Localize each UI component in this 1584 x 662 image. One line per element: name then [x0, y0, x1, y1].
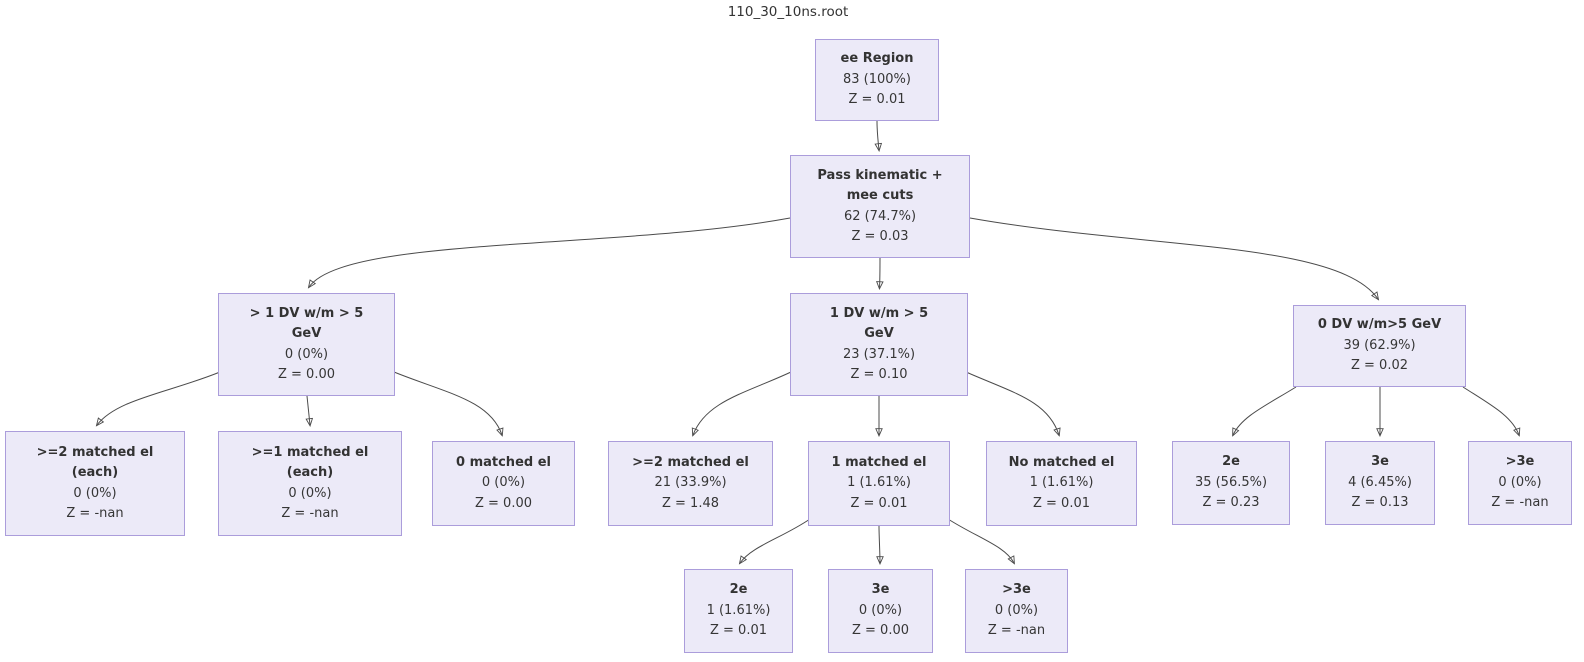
node-title: 0 DV w/m>5 GeV	[1317, 317, 1442, 333]
node-count: 39 (62.9%)	[1343, 337, 1416, 353]
node-count: 35 (56.5%)	[1194, 474, 1268, 490]
node-title-line2: GeV	[864, 326, 894, 341]
node-ge2-matched-el-each: >=2 matched el (each) 0 (0%) Z = -nan	[5, 431, 185, 536]
node-gt3e-right: >3e 0 (0%) Z = -nan	[1468, 441, 1572, 525]
node-z-score: Z = 0.03	[851, 229, 909, 244]
node-count: 1 (1.61%)	[1029, 475, 1094, 491]
node-title-line2: (each)	[71, 465, 119, 480]
edge-dv0-egt3r	[1462, 386, 1519, 435]
node-count: 0 (0%)	[1498, 474, 1542, 490]
node-title: No matched el	[1008, 454, 1115, 470]
node-z-score: Z = 0.01	[848, 92, 906, 108]
edge-dv0-e2r	[1233, 386, 1297, 435]
node-title: >3e	[1505, 454, 1535, 470]
edge-gt1dv-m1each	[307, 395, 310, 425]
node-z-score: Z = 0.01	[709, 623, 767, 639]
node-title: ee Region	[840, 51, 914, 67]
node-gt1-dv-wm-gt5-gev: > 1 DV w/m > 5 GeV 0 (0%) Z = 0.00	[218, 293, 395, 396]
node-title: > 1 DV w/m > 5	[249, 305, 364, 321]
node-title: 0 matched el	[456, 454, 551, 470]
edge-m1-e3	[879, 525, 880, 563]
node-z-score: Z = -nan	[1491, 495, 1549, 511]
node-ge2-matched-el: >=2 matched el 21 (33.9%) Z = 1.48	[608, 441, 773, 526]
edge-gt1dv-m0	[393, 371, 502, 435]
node-z-score: Z = 0.13	[1351, 495, 1409, 511]
graph-title: 110_30_10ns.root	[727, 4, 849, 20]
node-no-matched-el: No matched el 1 (1.61%) Z = 0.01	[986, 441, 1137, 526]
node-count: 0 (0%)	[994, 602, 1039, 618]
node-title-line2: (each)	[286, 465, 334, 480]
node-2e-bottom: 2e 1 (1.61%) Z = 0.01	[684, 569, 793, 653]
node-0-matched-el: 0 matched el 0 (0%) Z = 0.00	[432, 441, 575, 526]
node-count: 62 (74.7%)	[843, 208, 917, 224]
node-title: >=2 matched el	[36, 444, 154, 460]
node-title-line2: mee cuts	[846, 188, 914, 203]
node-z-score: Z = 0.00	[851, 623, 909, 639]
node-z-score: Z = -nan	[281, 506, 339, 521]
node-0-dv-wm-gt5-gev: 0 DV w/m>5 GeV 39 (62.9%) Z = 0.02	[1293, 305, 1466, 387]
edge-pass-dv1	[880, 256, 881, 288]
node-count: 1 (1.61%)	[847, 475, 911, 491]
node-title: >=2 matched el	[632, 454, 749, 470]
node-z-score: Z = 0.01	[1032, 495, 1090, 511]
node-title: >3e	[1002, 582, 1031, 598]
edge-dv1-m2	[693, 371, 792, 435]
node-count: 0 (0%)	[858, 602, 903, 618]
node-count: 0 (0%)	[481, 475, 526, 491]
node-ee-region: ee Region 83 (100%) Z = 0.01	[815, 39, 939, 121]
node-count: 0 (0%)	[284, 346, 329, 362]
node-count: 0 (0%)	[288, 485, 332, 501]
node-title: 2e	[729, 582, 748, 598]
node-z-score: Z = -nan	[66, 506, 124, 521]
node-count: 83 (100%)	[843, 71, 911, 87]
node-count: 4 (6.45%)	[1348, 474, 1412, 490]
node-z-score: Z = 0.00	[277, 367, 335, 382]
node-title: 2e	[1222, 454, 1240, 470]
node-title: 3e	[871, 582, 890, 598]
node-ge1-matched-el-each: >=1 matched el (each) 0 (0%) Z = -nan	[218, 431, 402, 536]
edge-m1-e2	[740, 518, 811, 563]
edge-pass-gt1dv	[309, 217, 791, 287]
node-z-score: Z = 0.23	[1202, 495, 1260, 511]
edge-root-pass	[877, 120, 879, 150]
node-count: 23 (37.1%)	[842, 346, 916, 362]
edge-m1-egt3	[947, 518, 1014, 563]
node-title: Pass kinematic +	[817, 167, 943, 183]
node-z-score: Z = 0.01	[850, 495, 908, 511]
node-title: 3e	[1371, 454, 1389, 470]
node-count: 0 (0%)	[73, 485, 117, 501]
edge-pass-dv0	[969, 217, 1378, 299]
node-title: 1 matched el	[831, 454, 927, 470]
node-count: 1 (1.61%)	[706, 602, 771, 618]
edge-dv1-nom	[965, 371, 1059, 435]
node-z-score: Z = 0.00	[474, 495, 532, 511]
node-z-score: Z = 0.10	[850, 367, 908, 382]
node-3e-right: 3e 4 (6.45%) Z = 0.13	[1325, 441, 1435, 525]
node-1-dv-wm-gt5-gev: 1 DV w/m > 5 GeV 23 (37.1%) Z = 0.10	[790, 293, 968, 396]
node-count: 21 (33.9%)	[654, 475, 727, 491]
edge-gt1dv-m2each	[97, 371, 221, 425]
node-z-score: Z = 1.48	[661, 495, 719, 511]
node-title: 1 DV w/m > 5	[829, 305, 929, 321]
node-title: >=1 matched el	[251, 444, 369, 460]
node-z-score: Z = -nan	[987, 623, 1046, 639]
node-3e-bottom: 3e 0 (0%) Z = 0.00	[828, 569, 933, 653]
node-title-line2: GeV	[291, 326, 322, 341]
node-z-score: Z = 0.02	[1350, 358, 1408, 374]
node-2e-right: 2e 35 (56.5%) Z = 0.23	[1172, 441, 1290, 525]
node-pass-kinematic-mee-cuts: Pass kinematic + mee cuts 62 (74.7%) Z =…	[790, 155, 970, 258]
node-1-matched-el: 1 matched el 1 (1.61%) Z = 0.01	[808, 441, 950, 526]
node-gt3e-bottom: >3e 0 (0%) Z = -nan	[965, 569, 1068, 653]
